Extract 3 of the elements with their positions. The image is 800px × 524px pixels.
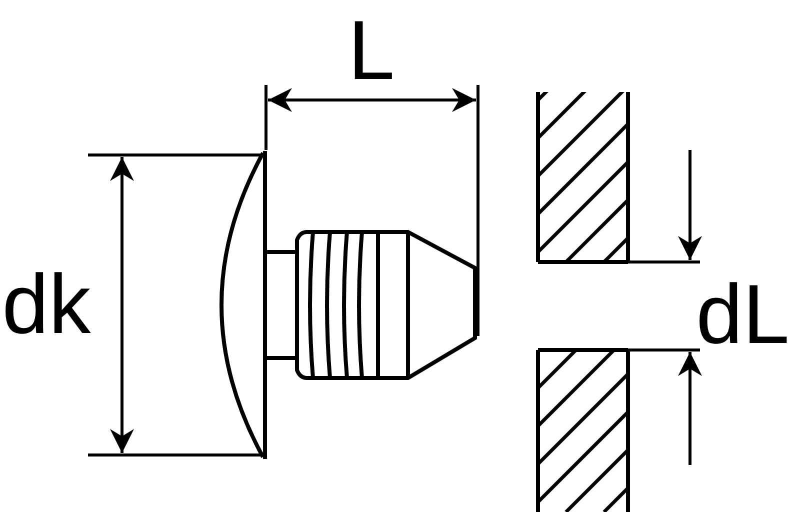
- dimension-label: L: [348, 8, 395, 92]
- dimension-label: dk: [2, 262, 91, 346]
- dimension-label: dL: [696, 272, 790, 356]
